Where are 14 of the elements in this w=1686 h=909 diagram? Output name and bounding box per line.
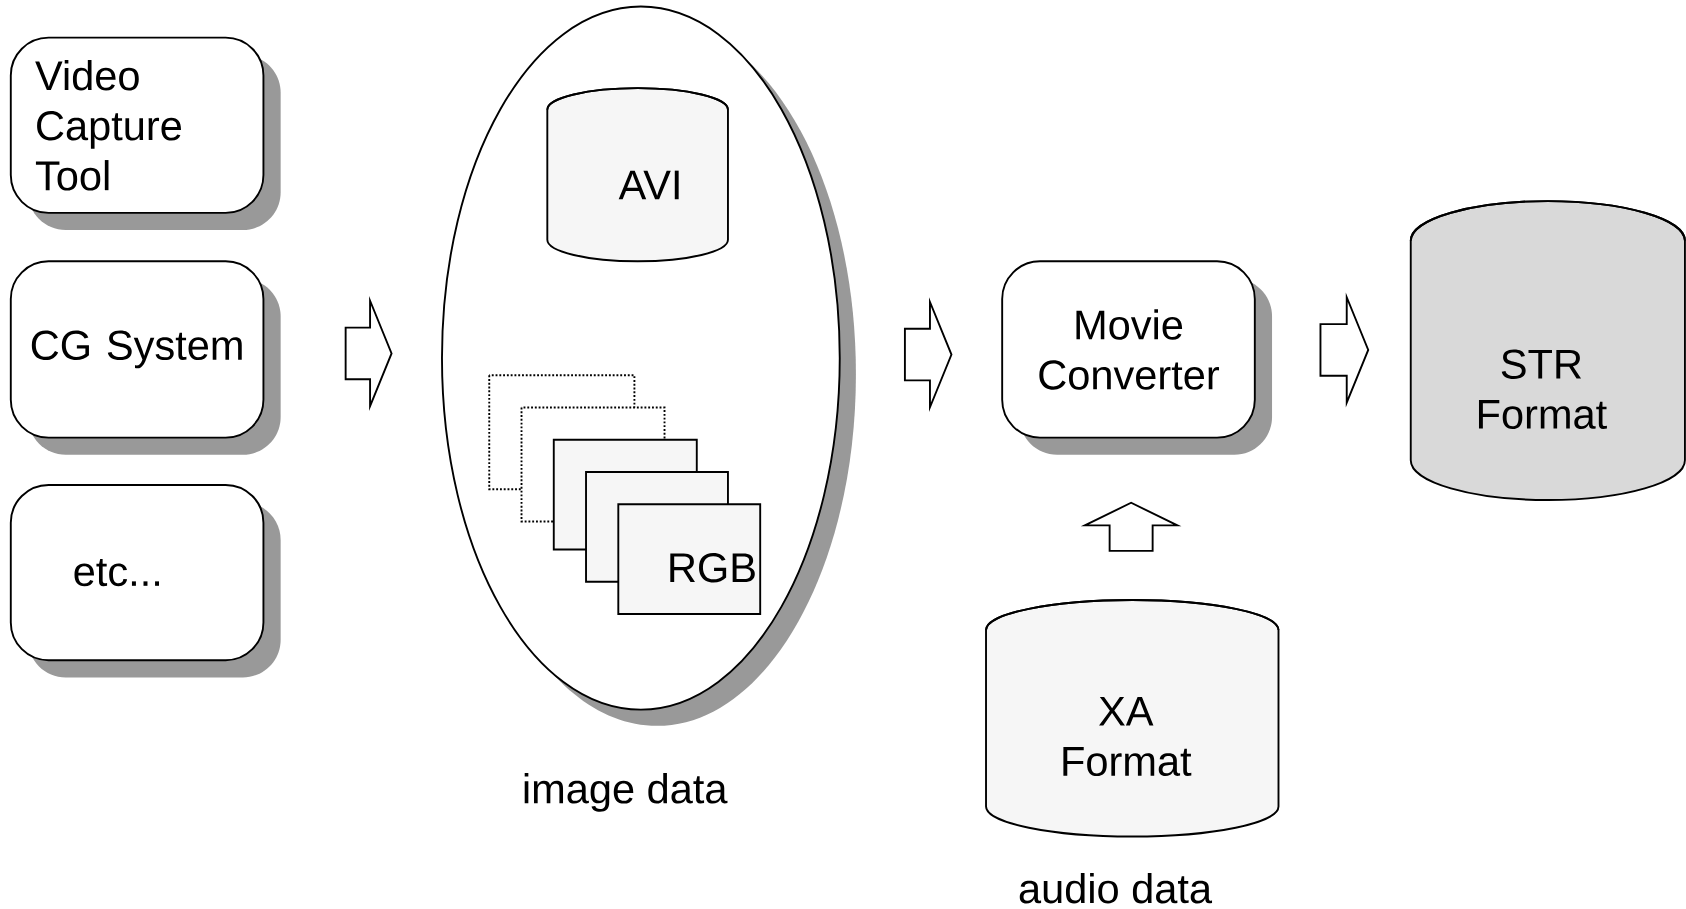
process-box: Video Capture Tool (9, 36, 281, 231)
image-frame: RGB (617, 503, 762, 616)
node-label: image data (524, 773, 728, 813)
database-cylinder: STR Format (1409, 200, 1686, 502)
block-arrow (903, 297, 953, 413)
node-label: audio data (1019, 873, 1213, 904)
process-box: etc... (9, 484, 281, 678)
block-arrow (1319, 292, 1370, 408)
process-box: CG System (9, 260, 281, 456)
process-box: Movie Converter (1001, 260, 1273, 456)
block-arrow (344, 296, 393, 412)
block-arrow (1080, 501, 1182, 553)
database-cylinder: XA Format (985, 599, 1280, 838)
database-cylinder: AVI (546, 87, 729, 263)
